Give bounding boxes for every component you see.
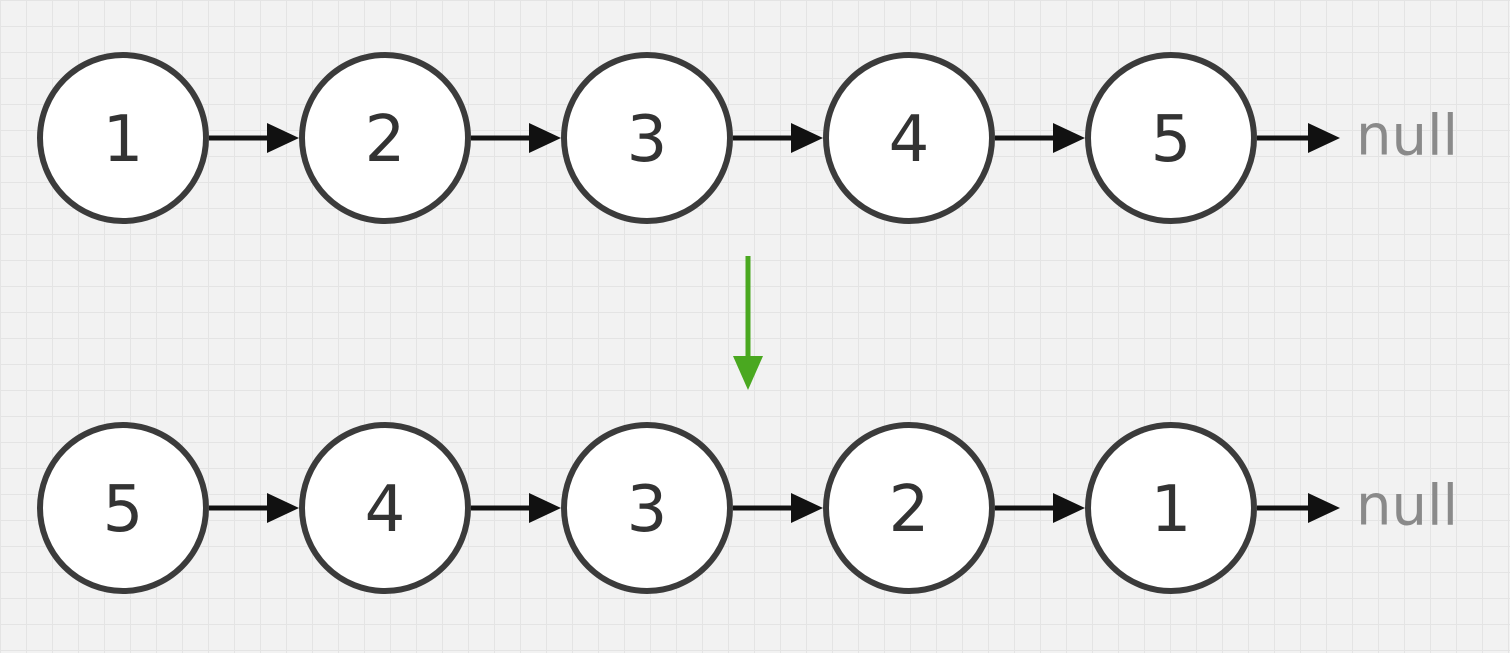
node-circle — [1085, 422, 1257, 594]
next-pointer-arrow — [995, 123, 1085, 153]
node-value: 4 — [365, 473, 406, 547]
node-value: 1 — [103, 103, 144, 177]
node-value: 2 — [889, 473, 930, 547]
next-pointer-arrow — [1257, 123, 1340, 153]
arrow-head — [267, 493, 299, 523]
list-node: 4 — [299, 422, 471, 594]
transform-arrow-head — [733, 356, 763, 390]
node-circle — [1085, 52, 1257, 224]
node-value: 3 — [627, 473, 668, 547]
node-value: 5 — [103, 473, 144, 547]
node-circle — [37, 422, 209, 594]
list-node: 4 — [823, 52, 995, 224]
arrow-head — [791, 123, 823, 153]
null-terminator: null — [1356, 474, 1458, 539]
arrow-head — [1053, 123, 1085, 153]
list-node: 1 — [1085, 422, 1257, 594]
transform-arrow — [733, 256, 763, 390]
next-pointer-arrow — [1257, 493, 1340, 523]
arrow-head — [529, 123, 561, 153]
arrow-head — [529, 493, 561, 523]
node-value: 4 — [889, 103, 930, 177]
arrow-head — [1053, 493, 1085, 523]
node-circle — [823, 422, 995, 594]
next-pointer-arrow — [733, 123, 823, 153]
list-node: 3 — [561, 52, 733, 224]
arrow-head — [791, 493, 823, 523]
node-value: 5 — [1151, 103, 1192, 177]
list-node: 5 — [37, 422, 209, 594]
next-pointer-arrow — [209, 493, 299, 523]
next-pointer-arrow — [995, 493, 1085, 523]
list-node: 2 — [299, 52, 471, 224]
reversed-list: 5 4 3 2 1 null — [37, 422, 1458, 594]
next-pointer-arrow — [733, 493, 823, 523]
null-terminator: null — [1356, 104, 1458, 169]
next-pointer-arrow — [471, 493, 561, 523]
node-value: 2 — [365, 103, 406, 177]
node-circle — [37, 52, 209, 224]
node-circle — [561, 422, 733, 594]
node-circle — [299, 52, 471, 224]
list-node: 3 — [561, 422, 733, 594]
original-list: 1 2 3 4 5 null — [37, 52, 1458, 224]
arrow-head — [1308, 493, 1340, 523]
node-circle — [561, 52, 733, 224]
list-node: 2 — [823, 422, 995, 594]
node-value: 3 — [627, 103, 668, 177]
node-value: 1 — [1151, 473, 1192, 547]
next-pointer-arrow — [471, 123, 561, 153]
list-node: 1 — [37, 52, 209, 224]
node-circle — [299, 422, 471, 594]
next-pointer-arrow — [209, 123, 299, 153]
arrow-head — [267, 123, 299, 153]
list-node: 5 — [1085, 52, 1257, 224]
node-circle — [823, 52, 995, 224]
arrow-head — [1308, 123, 1340, 153]
